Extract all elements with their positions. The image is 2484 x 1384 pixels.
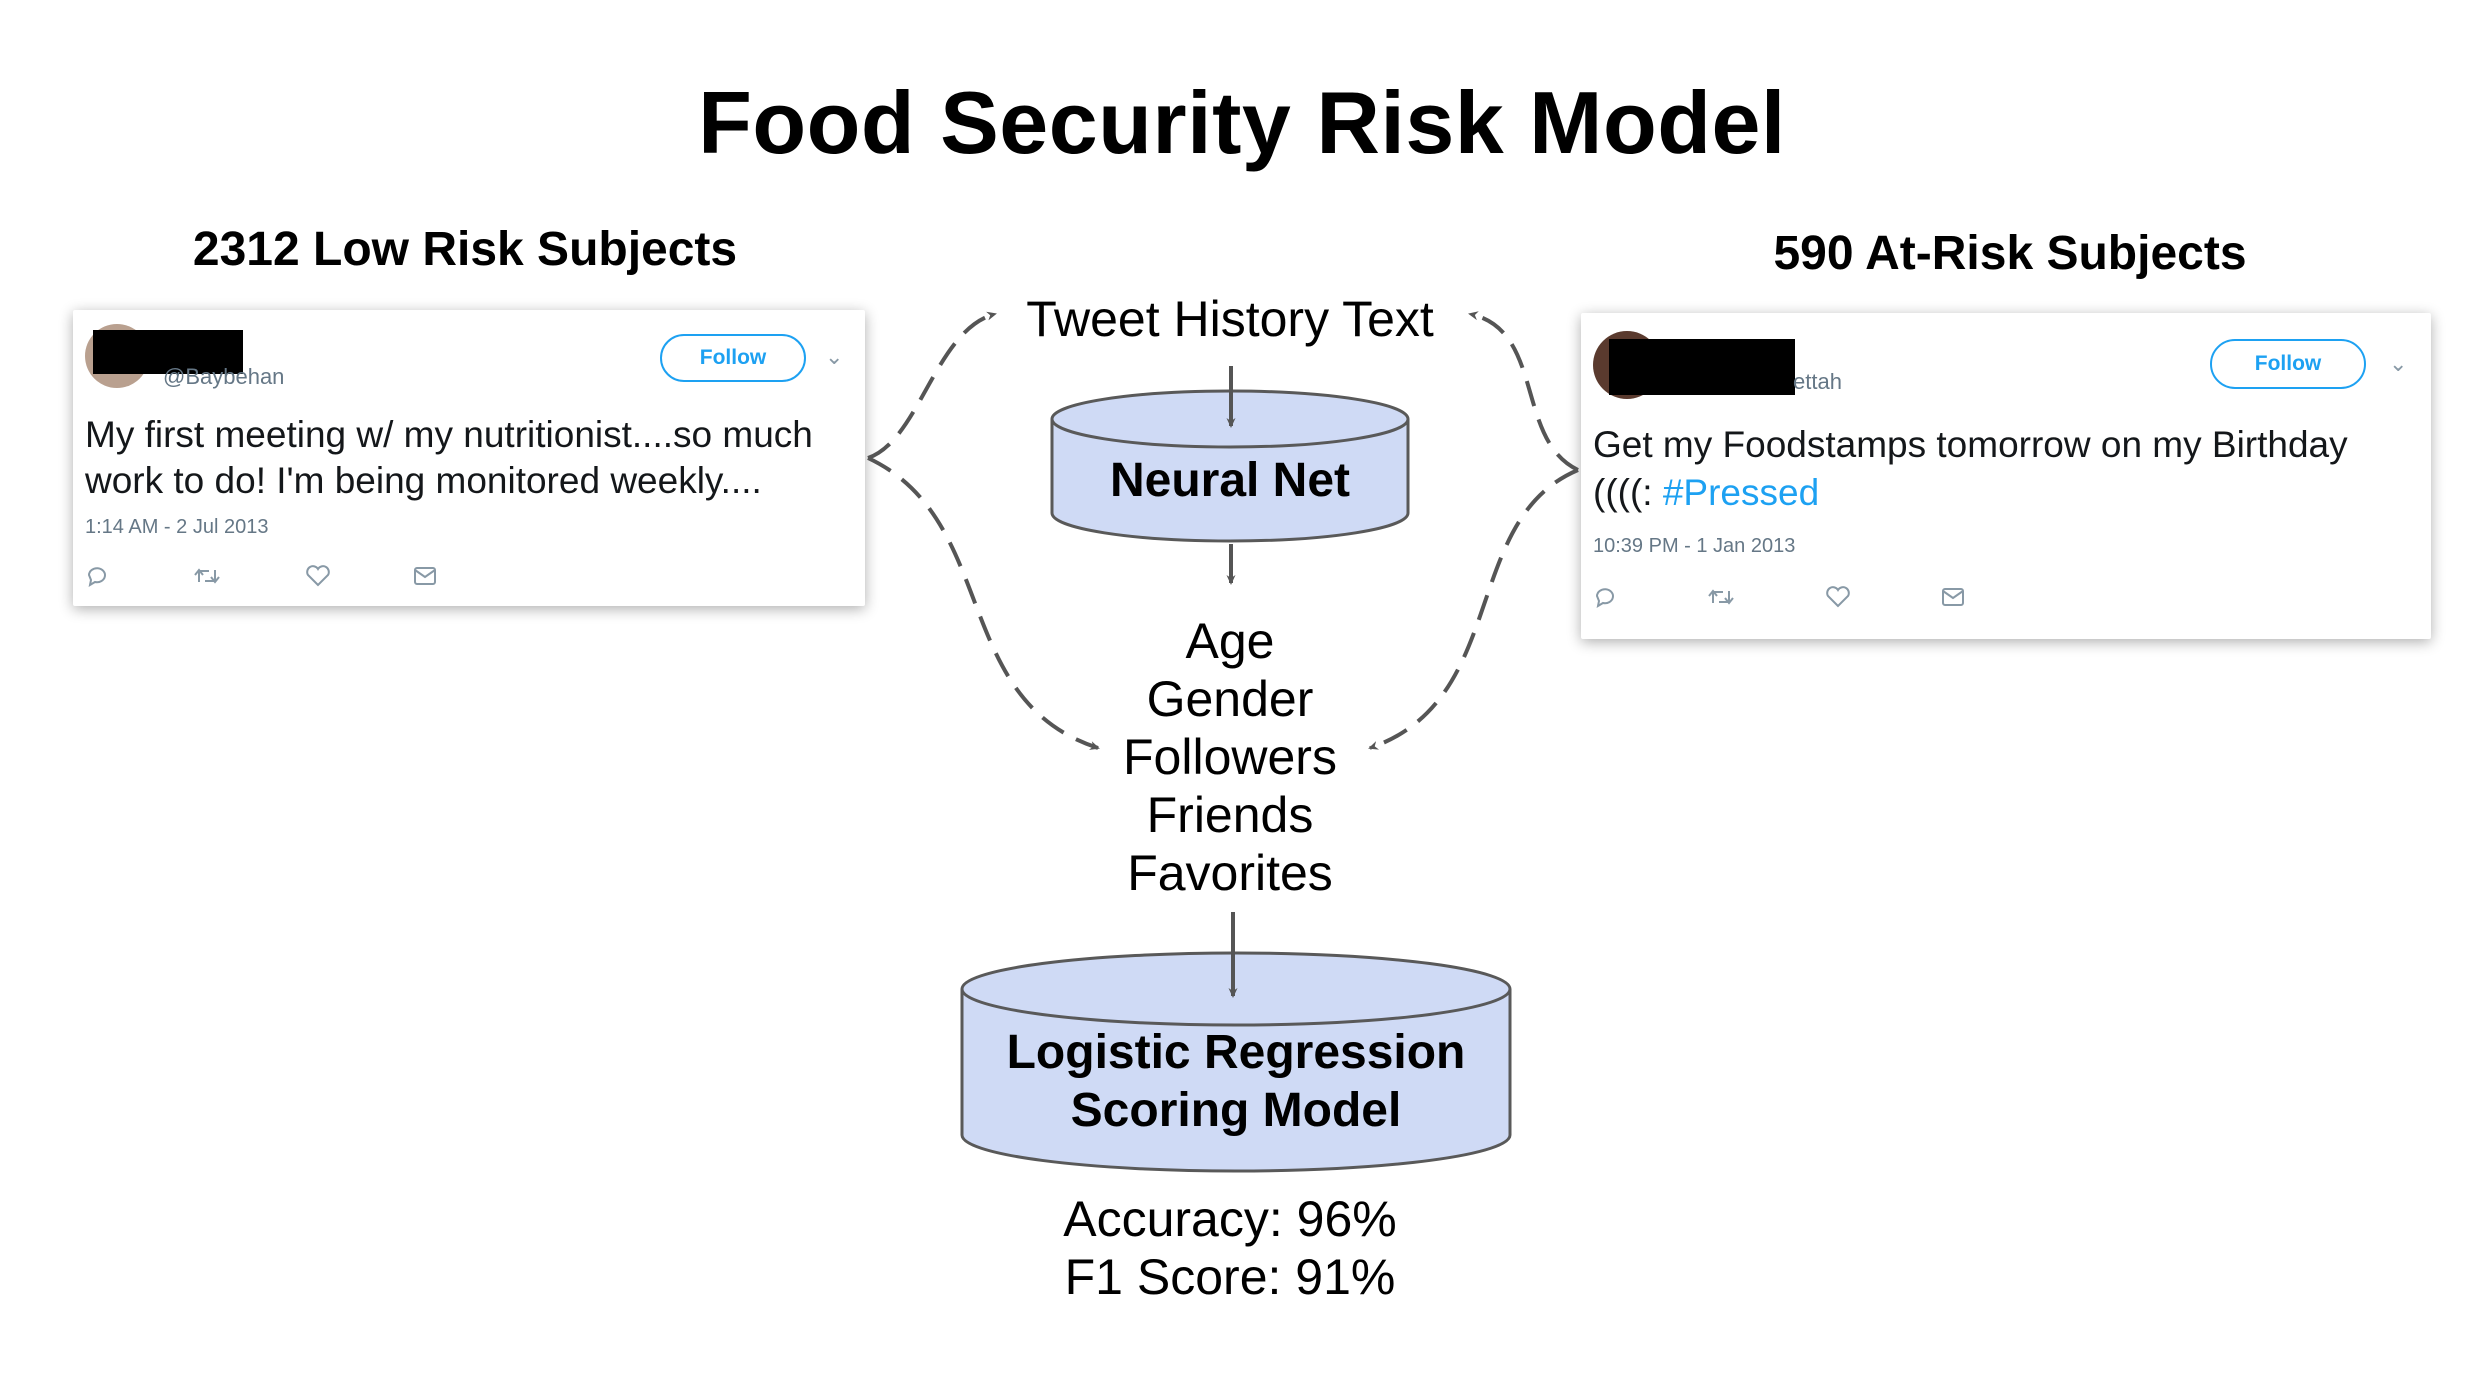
chevron-down-icon[interactable]: ⌄ (825, 344, 844, 369)
like-icon[interactable] (305, 564, 331, 588)
retweet-icon[interactable] (193, 564, 221, 588)
reply-icon[interactable] (1593, 585, 1617, 609)
tweet-handle: @Baybehan (163, 364, 285, 389)
dashed-arrow-left-top (867, 311, 997, 460)
tweet-timestamp: 10:39 PM - 1 Jan 2013 (1593, 535, 1796, 557)
dashed-arrow-right-bottom (1368, 468, 1579, 750)
dashed-arrow-right-top (1468, 311, 1579, 472)
feature-followers: Followers (1123, 729, 1337, 785)
metrics: Accuracy: 96% F1 Score: 91% (980, 1190, 1480, 1306)
chevron-down-icon[interactable]: ⌄ (2389, 351, 2408, 376)
neural-net-cylinder (1050, 389, 1410, 543)
reply-icon[interactable] (85, 564, 109, 588)
feature-favorites: Favorites (1127, 845, 1333, 901)
tweet-text-body: Get my Foodstamps tomorrow on my Birthda… (1593, 424, 2348, 513)
redacted-name (1609, 339, 1795, 395)
tweet-handle: ettah (1793, 369, 1842, 394)
at-risk-tweet-card: ettah Follow ⌄ Get my Foodstamps tomorro… (1581, 313, 2431, 639)
dashed-arrow-left-bottom (867, 456, 1100, 750)
tweet-text: Get my Foodstamps tomorrow on my Birthda… (1593, 421, 2413, 517)
tweet-history-label: Tweet History Text (1026, 291, 1434, 347)
accuracy-metric: Accuracy: 96% (1063, 1191, 1397, 1247)
at-risk-heading: 590 At-Risk Subjects (1773, 227, 2247, 280)
retweet-icon[interactable] (1707, 585, 1735, 609)
follow-button[interactable]: Follow (2210, 339, 2366, 389)
redacted-name (93, 330, 243, 374)
model-label: Logistic Regression Scoring Model (962, 1024, 1510, 1140)
feature-age: Age (1185, 613, 1275, 669)
like-icon[interactable] (1825, 585, 1851, 609)
feature-gender: Gender (1146, 671, 1314, 727)
neural-net-label: Neural Net (1109, 454, 1351, 507)
low-risk-tweet-card: @Baybehan Follow ⌄ My first meeting w/ m… (73, 310, 865, 606)
f1-metric: F1 Score: 91% (1064, 1249, 1396, 1305)
features-list: Age Gender Followers Friends Favorites (1030, 612, 1430, 902)
tweet-text: My first meeting w/ my nutritionist....s… (85, 414, 813, 501)
follow-button[interactable]: Follow (660, 334, 806, 382)
hashtag-link[interactable]: #Pressed (1662, 472, 1820, 513)
message-icon[interactable] (1941, 587, 1965, 607)
tweet-timestamp: 1:14 AM - 2 Jul 2013 (85, 516, 269, 538)
message-icon[interactable] (413, 566, 437, 586)
feature-friends: Friends (1146, 787, 1314, 843)
low-risk-heading: 2312 Low Risk Subjects (192, 223, 738, 276)
model-label-line1: Logistic Regression (1006, 1026, 1466, 1079)
diagram-title: Food Security Risk Model (698, 73, 1786, 172)
model-label-line2: Scoring Model (1070, 1084, 1402, 1137)
